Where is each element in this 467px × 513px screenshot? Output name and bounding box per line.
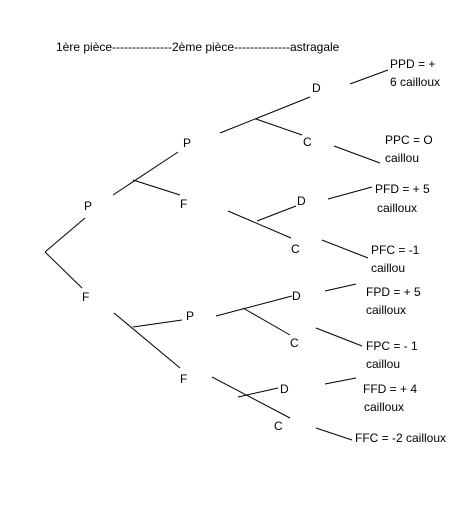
outcome-fpc-line1: FPC = - 1 bbox=[366, 339, 418, 353]
node-level2-f-bottom: F bbox=[180, 372, 187, 386]
node-level1-f: F bbox=[82, 290, 89, 304]
leader-pfd bbox=[327, 186, 373, 200]
node-level3-c4: C bbox=[274, 419, 283, 433]
branch-pp-to-c bbox=[255, 118, 303, 136]
leader-fpc bbox=[315, 327, 363, 347]
outcome-fpd-line2: cailloux bbox=[366, 303, 406, 317]
outcome-ppc-line1: PPC = O bbox=[385, 133, 433, 147]
branch-root-f bbox=[44, 251, 83, 289]
branch-pp-to-d bbox=[219, 96, 311, 134]
outcome-ppd-line2: 6 cailloux bbox=[390, 75, 440, 89]
node-level3-d3: D bbox=[292, 289, 301, 303]
outcome-ffd-line1: FFD = + 4 bbox=[363, 382, 417, 396]
outcome-pfd-line1: PFD = + 5 bbox=[375, 182, 430, 196]
outcome-pfd-line2: cailloux bbox=[377, 201, 417, 215]
outcome-ffc-line1: FFC = -2 cailloux bbox=[355, 431, 446, 445]
leader-fpd bbox=[324, 283, 357, 292]
node-level2-p-bottom: P bbox=[186, 309, 194, 323]
outcome-fpd-line1: FPD = + 5 bbox=[366, 285, 421, 299]
node-level3-c1: C bbox=[303, 135, 312, 149]
branch-f-to-p bbox=[132, 319, 183, 328]
branch-fp-to-c bbox=[242, 307, 291, 336]
node-level2-f-top: F bbox=[180, 197, 187, 211]
header-levels: 1ère pièce---------------2ème pièce-----… bbox=[56, 40, 340, 54]
node-level1-p: P bbox=[84, 199, 92, 213]
node-level3-d1: D bbox=[312, 81, 321, 95]
outcome-ppd-line1: PPD = + bbox=[390, 57, 435, 71]
branch-pf-to-c bbox=[227, 210, 292, 239]
tree-branches bbox=[44, 69, 389, 441]
leader-ffd bbox=[324, 377, 357, 385]
leader-ppd bbox=[349, 69, 389, 85]
branch-p-to-p bbox=[112, 151, 179, 196]
branch-ff-to-d bbox=[237, 387, 279, 398]
outcome-fpc-line2: caillou bbox=[366, 357, 400, 371]
branch-pf-to-d bbox=[256, 205, 297, 222]
branch-root-p bbox=[44, 217, 86, 253]
branch-fp-to-d bbox=[215, 295, 293, 317]
leader-ffc bbox=[315, 427, 353, 441]
branch-ff-to-c bbox=[211, 376, 291, 419]
leader-pfc bbox=[321, 239, 369, 259]
outcome-pfc-line2: caillou bbox=[371, 261, 405, 275]
node-level2-p-top: P bbox=[183, 136, 191, 150]
node-level3-d2: D bbox=[297, 194, 306, 208]
outcome-ffd-line2: cailloux bbox=[364, 400, 404, 414]
node-level3-d4: D bbox=[280, 382, 289, 396]
node-level3-c2: C bbox=[291, 242, 300, 256]
outcome-pfc-line1: PFC = -1 bbox=[371, 243, 420, 257]
branch-f-to-f bbox=[113, 312, 181, 369]
outcome-ppc-line2: caillou bbox=[385, 151, 419, 165]
leader-ppc bbox=[333, 145, 381, 164]
node-level3-c3: C bbox=[290, 336, 299, 350]
branch-p-to-f bbox=[132, 179, 181, 196]
